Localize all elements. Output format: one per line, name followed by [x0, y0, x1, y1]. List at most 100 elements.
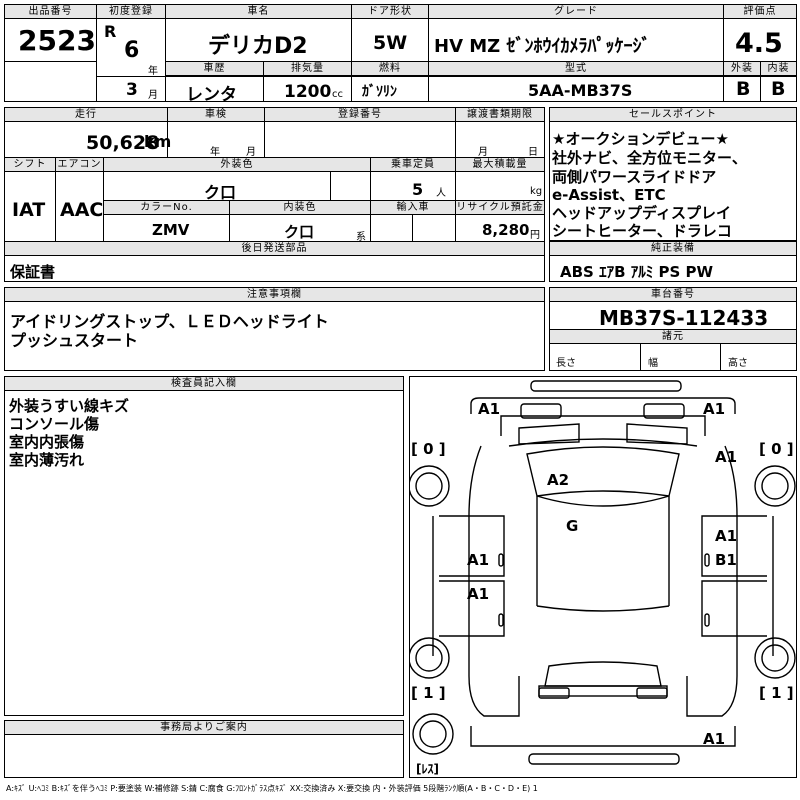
car-diagram-panel	[409, 376, 797, 778]
inspector-panel	[4, 376, 404, 716]
length-label: 長さ	[556, 358, 576, 369]
exterior-label: 外装	[724, 62, 760, 76]
note-1: アイドリングストップ、ＬＥＤヘッドライト	[10, 312, 329, 331]
yen-unit: 円	[530, 230, 540, 241]
int-color-label: 内装色	[230, 201, 370, 215]
km-unit: km	[144, 132, 172, 151]
aircon-label: エアコン	[56, 158, 103, 172]
fuel: ｶﾞｿﾘﾝ	[362, 84, 397, 100]
genuine-label: 純正装備	[550, 242, 796, 256]
kei-unit: 系	[356, 232, 366, 243]
recycle-fee: 8,280	[482, 221, 530, 239]
mileage: 50,628	[86, 132, 160, 154]
sales-point-4: e-Assist、ETC	[552, 186, 666, 204]
shift-label: シフト	[5, 158, 55, 172]
grade: HV MZ ｾﾞﾝﾎｳｲｶﾒﾗﾊﾟｯｹｰｼﾞ	[434, 36, 651, 57]
transfer-day-unit: 日	[528, 147, 538, 158]
damage-right-rear-door: B1	[715, 551, 737, 569]
grade-label: グレード	[429, 5, 723, 19]
detail-panel	[4, 107, 545, 282]
model-label: 型式	[429, 62, 723, 76]
lot-no-label: 出品番号	[5, 5, 96, 19]
first-reg-label: 初度登録	[97, 5, 165, 19]
reg-year: 6	[124, 38, 140, 63]
era-mark: R	[104, 22, 117, 41]
int-color: ク口	[284, 223, 315, 241]
year-unit: 年	[148, 66, 158, 77]
damage-left-front-door: A1	[467, 551, 490, 569]
genuine-equipment: ABS ｴｱB ｱﾙﾐ PS PW	[560, 263, 714, 281]
sales-point-panel	[549, 107, 797, 241]
tire-rear-right: [ 1 ]	[759, 684, 794, 702]
inspector-label: 検査員記入欄	[5, 377, 403, 391]
kg-unit: kg	[530, 186, 543, 197]
inspector-note-2: コンソール傷	[9, 415, 100, 433]
max-load-label: 最大積載量	[456, 158, 544, 172]
door-type: 5W	[373, 32, 408, 54]
inspection-label: 車検	[168, 108, 264, 122]
exterior-grade: B	[736, 78, 751, 100]
specs-label: 諸元	[550, 330, 796, 344]
inspection-month-unit: 月	[246, 147, 256, 158]
car-diagram	[409, 380, 796, 765]
office-panel	[4, 720, 404, 778]
transfer-doc-label: 譲渡書類期限	[456, 108, 544, 122]
shift-value: IAT	[12, 199, 46, 221]
genuine-panel	[549, 241, 797, 282]
interior-label: 内装	[761, 62, 796, 76]
people-unit: 人	[436, 188, 446, 199]
damage-hood-glass: A2	[547, 471, 570, 489]
color-no-label: カラーNo.	[104, 201, 229, 215]
sales-point-label: セールスポイント	[550, 108, 796, 122]
mileage-label: 走行	[5, 108, 167, 122]
capacity: 5	[412, 180, 424, 199]
damage-rear-right: A1	[703, 730, 726, 748]
score: 4.5	[735, 28, 783, 59]
damage-left-rear-door: A1	[467, 585, 490, 603]
damage-front-left: A1	[478, 400, 501, 418]
note-2: プッシュスタート	[10, 331, 139, 350]
history-label: 車歴	[166, 62, 263, 76]
reg-no-label: 登録番号	[265, 108, 455, 122]
transfer-month-unit: 月	[478, 147, 488, 158]
score-label: 評価点	[724, 5, 796, 19]
damage-right-front-door: A1	[715, 527, 738, 545]
ext-color-label: 外装色	[104, 158, 370, 172]
chassis-number: MB37S-112433	[599, 306, 769, 330]
legend: A:ｷｽﾞ U:ﾍｺﾐ B:ｷｽﾞを伴うﾍｺﾐ P:要塗装 W:補修跡 S:錆 …	[6, 784, 538, 793]
inspection-year-unit: 年	[210, 147, 220, 158]
recycle-label: リサイクル預託金	[456, 201, 544, 215]
sales-point-6: シートヒーター、ドラレコ	[552, 222, 732, 240]
header-panel	[4, 4, 797, 102]
car-name: デリカD2	[208, 34, 308, 59]
sales-point-2: 社外ナビ、全方位モニター、	[552, 149, 747, 167]
damage-right-front-fender: A1	[715, 448, 738, 466]
spare-tire: [ﾚｽ]	[416, 762, 439, 776]
interior-grade: B	[771, 78, 786, 100]
later-parts: 保証書	[10, 263, 56, 281]
damage-front-right: A1	[703, 400, 726, 418]
door-label: ドア形状	[352, 5, 428, 19]
model-code: 5AA-MB37S	[528, 81, 633, 100]
height-label: 高さ	[728, 358, 748, 369]
tire-front-right: [ 0 ]	[759, 440, 794, 458]
later-parts-label: 後日発送部品	[5, 242, 544, 256]
history: レンタ	[186, 85, 237, 105]
damage-roof: G	[566, 517, 579, 535]
inspector-note-4: 室内薄汚れ	[9, 451, 85, 469]
displacement: 1200	[284, 82, 332, 102]
width-label: 幅	[648, 358, 658, 369]
sales-point-1: ★オークションデビュー★	[552, 130, 729, 148]
fuel-label: 燃料	[352, 62, 428, 76]
capacity-label: 乗車定員	[371, 158, 455, 172]
color-no: ZMV	[152, 221, 190, 239]
tire-rear-left: [ 1 ]	[411, 684, 446, 702]
aircon-value: AAC	[60, 199, 104, 221]
car-name-label: 車名	[166, 5, 351, 19]
sales-point-5: ヘッドアップディスプレイ	[552, 204, 731, 222]
ext-color: ク口	[204, 183, 237, 202]
notes-panel	[4, 287, 545, 371]
reg-month: 3	[126, 80, 138, 100]
import-label: 輸入車	[371, 201, 455, 215]
lot-number: 2523	[18, 24, 96, 57]
